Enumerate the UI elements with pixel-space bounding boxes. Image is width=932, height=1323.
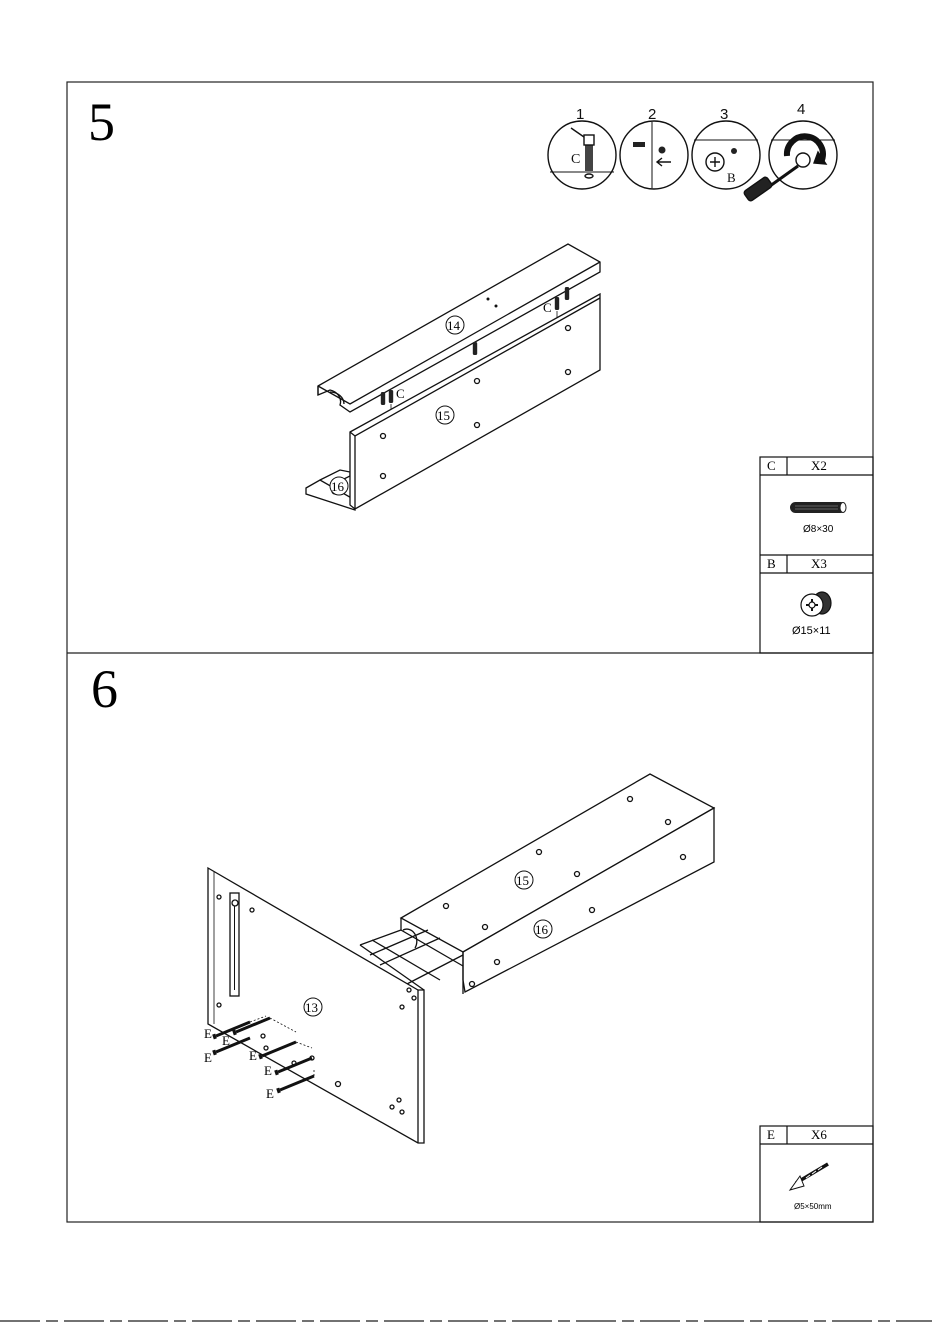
substep-4-number: 4 xyxy=(797,101,805,118)
screw-label-2: E xyxy=(222,1033,230,1048)
step-5-number: 5 xyxy=(88,92,115,152)
substep-2-number: 2 xyxy=(648,106,656,123)
dowel-callout-right: C xyxy=(543,300,552,315)
substep-1-number: 1 xyxy=(576,106,584,123)
step-6: 6 15 16 xyxy=(91,659,873,1222)
part-14-label: 14 xyxy=(447,318,461,333)
detail-sequence: C B xyxy=(548,101,837,202)
part-15-label: 15 xyxy=(437,408,450,423)
panel-15-16-box xyxy=(360,774,714,994)
legend-c-qty: X2 xyxy=(811,458,827,473)
part-16-label: 16 xyxy=(331,479,345,494)
step-5: 5 C xyxy=(88,92,873,653)
detail-2-cam-insert xyxy=(620,121,688,189)
step-6-number: 6 xyxy=(91,659,118,719)
legend-b-qty: X3 xyxy=(811,556,827,571)
legend-c-spec: Ø8×30 xyxy=(803,524,834,535)
screw-label-1: E xyxy=(204,1026,212,1041)
page-frame xyxy=(67,82,873,1222)
screw-label-6: E xyxy=(266,1086,274,1101)
substep-3-number: 3 xyxy=(720,106,728,123)
screw-label-4: E xyxy=(249,1048,257,1063)
part-13-label: 13 xyxy=(305,1000,318,1015)
screw-label-5: E xyxy=(264,1063,272,1078)
screw-icon xyxy=(790,1164,828,1190)
detail-3-cam-lock: B xyxy=(692,121,760,189)
detail-1-label: C xyxy=(571,152,580,167)
detail-3-label: B xyxy=(727,170,736,185)
detail-1-dowel-insert: C xyxy=(548,121,616,189)
hardware-legend-step-5 xyxy=(760,457,873,653)
part-16-label-step6: 16 xyxy=(535,922,549,937)
dowel-callout-left: C xyxy=(396,386,405,401)
legend-b-code: B xyxy=(767,556,776,571)
legend-e-spec: Ø5×50mm xyxy=(794,1202,832,1211)
part-15-label-step6: 15 xyxy=(516,873,529,888)
wood-dowel-icon xyxy=(790,502,846,513)
screw-label-3: E xyxy=(204,1050,212,1065)
legend-b-spec: Ø15×11 xyxy=(792,625,831,637)
cam-lock-icon xyxy=(801,592,831,616)
legend-c-code: C xyxy=(767,458,776,473)
legend-e-code: E xyxy=(767,1127,775,1142)
legend-e-qty: X6 xyxy=(811,1127,827,1142)
